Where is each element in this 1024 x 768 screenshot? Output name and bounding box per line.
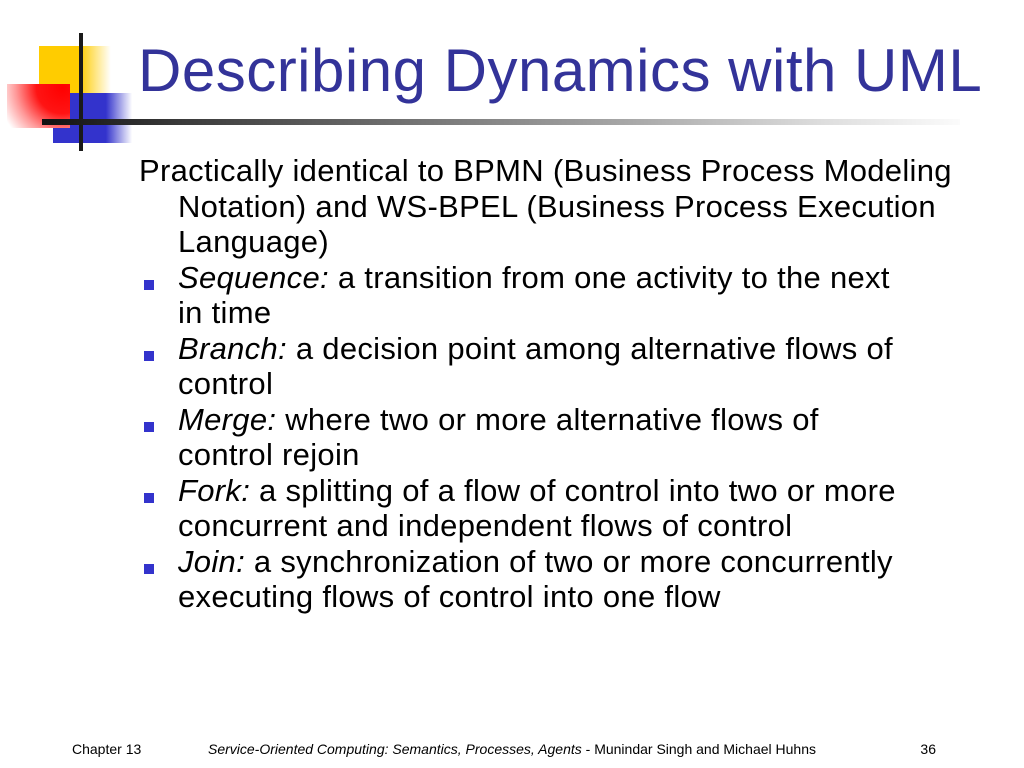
footer-book-title: Service-Oriented Computing: Semantics, P… xyxy=(207,741,582,757)
footer-page-number: 36 xyxy=(920,741,936,757)
bullet-lead: Branch: xyxy=(178,330,287,366)
bullet-text: a synchronization of two or more concurr… xyxy=(178,543,893,615)
footer-chapter: Chapter 13 xyxy=(72,741,142,757)
slide-footer: Chapter 13 Service-Oriented Computing: S… xyxy=(0,740,1024,760)
bullet-lead: Fork: xyxy=(178,472,251,508)
title-underline-rule xyxy=(42,119,960,125)
intro-paragraph: Practically identical to BPMN (Business … xyxy=(139,153,952,259)
bullet-text: where two or more alternative flows of c… xyxy=(178,401,819,473)
bullet-item: Sequence: a transition from one activity… xyxy=(139,260,1009,331)
footer-citation: Service-Oriented Computing: Semantics, P… xyxy=(0,740,1024,758)
bullet-list: Sequence: a transition from one activity… xyxy=(139,260,1009,615)
deco-vertical-line xyxy=(79,33,83,151)
bullet-text: a decision point among alternative flows… xyxy=(178,330,893,402)
bullet-item: Fork: a splitting of a flow of control i… xyxy=(139,473,1009,544)
bullet-lead: Join: xyxy=(178,543,245,579)
slide-title: Describing Dynamics with UML xyxy=(138,37,983,104)
bullet-text: a splitting of a flow of control into tw… xyxy=(178,472,896,544)
bullet-lead: Merge: xyxy=(178,401,277,437)
bullet-item: Join: a synchronization of two or more c… xyxy=(139,544,1009,615)
bullet-item: Merge: where two or more alternative flo… xyxy=(139,402,1009,473)
bullet-text: a transition from one activity to the ne… xyxy=(178,259,890,331)
footer-authors: - Munindar Singh and Michael Huhns xyxy=(581,741,816,757)
bullet-item: Branch: a decision point among alternati… xyxy=(139,331,1009,402)
bullet-lead: Sequence: xyxy=(178,259,329,295)
slide-body: Practically identical to BPMN (Business … xyxy=(139,153,1009,615)
